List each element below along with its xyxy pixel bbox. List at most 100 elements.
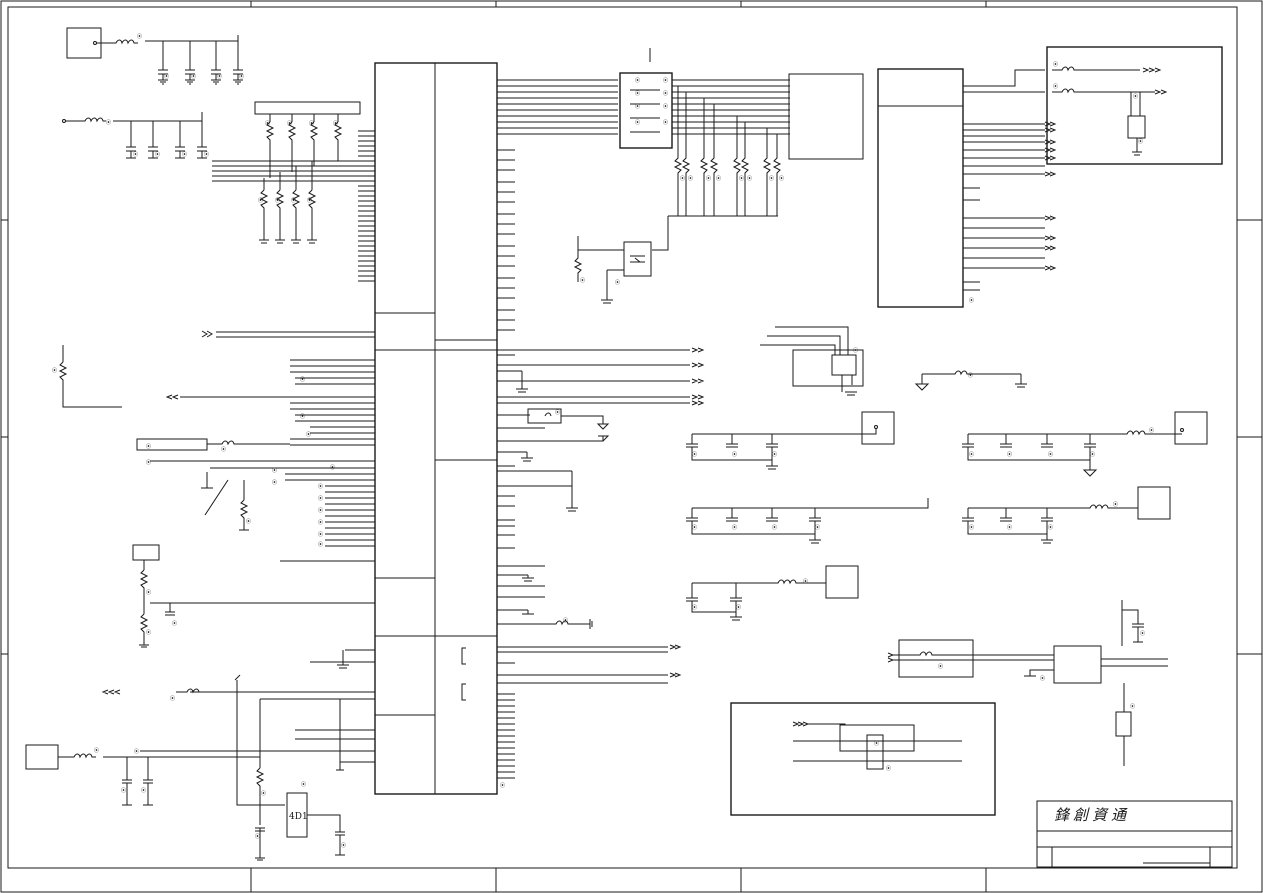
svg-text:⦿: ⦿ [886,766,891,772]
svg-text:⦿: ⦿ [692,452,697,458]
svg-text:⦿: ⦿ [106,120,111,126]
svg-text:⦿: ⦿ [309,121,314,127]
svg-text:⦿: ⦿ [164,74,169,80]
main-ic-right-pins [497,79,690,779]
svg-text:⦿: ⦿ [333,121,338,127]
svg-text:⦿: ⦿ [1053,62,1058,68]
decoupling-block-c [686,498,929,544]
svg-text:⦿: ⦿ [265,121,270,127]
svg-text:⦿: ⦿ [1140,631,1145,637]
svg-text:⦿: ⦿ [221,447,226,453]
svg-text:⦿: ⦿ [1048,525,1053,531]
svg-text:⦿: ⦿ [300,414,305,420]
svg-text:⦿: ⦿ [500,783,505,789]
svg-text:⦿: ⦿ [133,152,138,158]
target-connector [788,73,864,160]
svg-text:⦿: ⦿ [555,410,560,416]
svg-text:⦿: ⦿ [692,525,697,531]
svg-text:⦿: ⦿ [732,452,737,458]
title-block [1036,800,1233,868]
svg-text:⦿: ⦿ [692,605,697,611]
svg-text:⦿: ⦿ [287,121,292,127]
svg-text:⦿: ⦿ [663,120,668,126]
svg-text:⦿: ⦿ [146,590,151,596]
svg-text:⦿: ⦿ [1007,525,1012,531]
svg-text:⦿: ⦿ [1007,452,1012,458]
company-name: 鋒創資通 [1054,806,1130,824]
svg-text:⦿: ⦿ [706,176,711,182]
svg-text:⦿: ⦿ [779,176,784,182]
svg-text:⦿: ⦿ [663,91,668,97]
svg-text:⦿: ⦿ [318,532,323,538]
svg-text:⦿: ⦿ [969,525,974,531]
svg-text:⦿: ⦿ [635,91,640,97]
svg-text:⦿: ⦿ [747,176,752,182]
decoupling-block-d [962,486,1171,544]
offsheet-arrows-mid [669,347,705,678]
svg-text:⦿: ⦿ [261,791,266,797]
svg-text:⦿: ⦿ [301,782,306,788]
svg-text:⦿: ⦿ [938,664,943,670]
svg-text:⦿: ⦿ [1048,452,1053,458]
svg-text:⦿: ⦿ [732,525,737,531]
connector-bar [254,101,361,115]
svg-text:⦿: ⦿ [172,621,177,627]
left-reset-network [58,330,290,648]
svg-text:⦿: ⦿ [635,104,640,110]
svg-text:⦿: ⦿ [853,348,858,354]
svg-text:⦿: ⦿ [155,152,160,158]
svg-text:⦿: ⦿ [318,508,323,514]
svg-text:⦿: ⦿ [318,542,323,548]
secondary-ic [877,68,1045,308]
svg-text:⦿: ⦿ [170,696,175,702]
svg-text:⦿: ⦿ [1053,84,1058,90]
svg-text:⦿: ⦿ [121,788,126,794]
svg-text:⦿: ⦿ [146,460,151,466]
svg-text:⦿: ⦿ [275,198,280,204]
svg-text:⦿: ⦿ [1133,94,1138,100]
ground-resistor-mid [914,370,1027,391]
svg-text:⦿: ⦿ [341,843,346,849]
svg-text:⦿: ⦿ [688,176,693,182]
svg-text:⦿: ⦿ [1149,428,1154,434]
decoupling-block-e [686,565,859,621]
power-block-top-left [66,27,243,85]
svg-text:⦿: ⦿ [141,788,146,794]
svg-text:⦿: ⦿ [769,176,774,182]
svg-text:⦿: ⦿ [272,468,277,474]
svg-text:⦿: ⦿ [615,280,620,286]
svg-text:⦿: ⦿ [272,480,277,486]
svg-text:⦿: ⦿ [969,452,974,458]
svg-text:⦿: ⦿ [146,444,151,450]
svg-text:⦿: ⦿ [191,74,196,80]
svg-text:⦿: ⦿ [716,176,721,182]
svg-text:⦿: ⦿ [1138,139,1143,145]
svg-text:⦿: ⦿ [306,432,311,438]
decoupling-block-b [962,411,1208,477]
svg-text:⦿: ⦿ [146,630,151,636]
crystal-marking: 4D1 [289,812,308,822]
svg-text:⦿: ⦿ [772,525,777,531]
svg-text:⦿: ⦿ [330,465,335,471]
svg-text:⦿: ⦿ [635,78,640,84]
bottom-right-logic [887,600,1168,766]
secondary-ic-arrows [1044,121,1057,271]
svg-text:⦿: ⦿ [874,741,879,747]
svg-text:⦿: ⦿ [134,749,139,755]
svg-text:⦿: ⦿ [736,605,741,611]
power-filter-2 [62,112,207,159]
svg-text:⦿: ⦿ [239,74,244,80]
svg-text:⦿: ⦿ [580,278,585,284]
svg-text:⦿: ⦿ [204,152,209,158]
svg-text:⦿: ⦿ [968,373,973,379]
pulldown-resistors [259,161,317,244]
svg-text:⦿: ⦿ [1040,676,1045,682]
svg-text:⦿: ⦿ [307,198,312,204]
svg-text:⦿: ⦿ [563,618,568,624]
main-ic-left-pins [140,130,375,763]
bottom-left-power [25,674,345,861]
svg-text:⦿: ⦿ [318,496,323,502]
